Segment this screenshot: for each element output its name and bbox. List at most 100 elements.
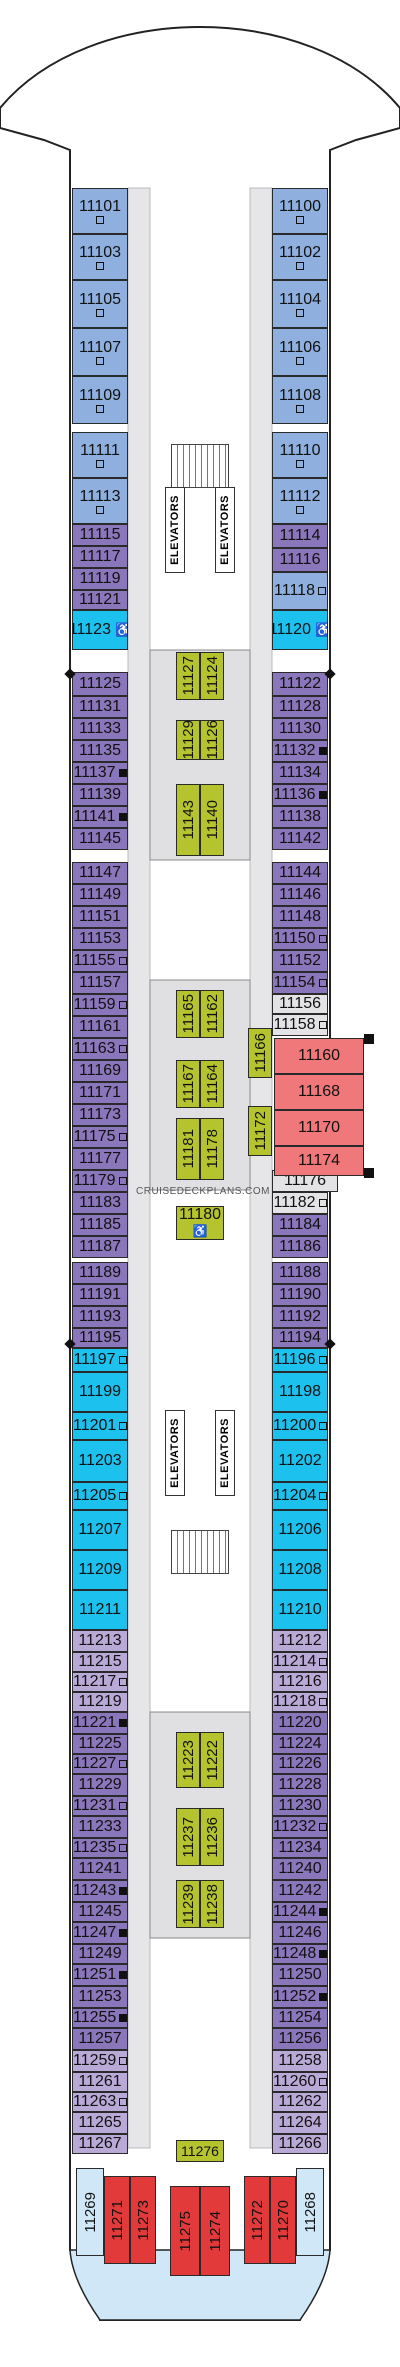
inside-cabin-11275[interactable]: 11275 xyxy=(170,2186,200,2276)
cabin-11248[interactable]: 11248 xyxy=(272,1944,328,1964)
inside-cabin-11162[interactable]: 11162 xyxy=(200,990,224,1038)
cabin-11102[interactable]: 11102 xyxy=(272,234,328,280)
cabin-11122[interactable]: 11122 xyxy=(272,672,328,696)
cabin-11112[interactable]: 11112 xyxy=(272,478,328,524)
cabin-11191[interactable]: 11191 xyxy=(72,1284,128,1306)
cabin-11254[interactable]: 11254 xyxy=(272,2008,328,2028)
cabin-11173[interactable]: 11173 xyxy=(72,1104,128,1126)
cabin-11103[interactable]: 11103 xyxy=(72,234,128,280)
cabin-11233[interactable]: 11233 xyxy=(72,1816,128,1838)
cabin-11163[interactable]: 11163 xyxy=(72,1038,128,1060)
cabin-11155[interactable]: 11155 xyxy=(72,950,128,972)
cabin-11265[interactable]: 11265 xyxy=(72,2112,128,2134)
cabin-11190[interactable]: 11190 xyxy=(272,1284,328,1306)
cabin-11234[interactable]: 11234 xyxy=(272,1838,328,1858)
cabin-11187[interactable]: 11187 xyxy=(72,1236,128,1258)
cabin-11220[interactable]: 11220 xyxy=(272,1712,328,1734)
cabin-11227[interactable]: 11227 xyxy=(72,1754,128,1774)
inside-cabin-11140[interactable]: 11140 xyxy=(200,784,224,856)
cabin-11250[interactable]: 11250 xyxy=(272,1964,328,1986)
cabin-11203[interactable]: 11203 xyxy=(72,1440,128,1482)
cabin-11100[interactable]: 11100 xyxy=(272,188,328,234)
cabin-11240[interactable]: 11240 xyxy=(272,1858,328,1880)
suite-11168[interactable]: 11168 xyxy=(274,1074,364,1110)
cabin-11205[interactable]: 11205 xyxy=(72,1482,128,1510)
cabin-11123[interactable]: 11123♿ xyxy=(72,610,128,650)
cabin-11252[interactable]: 11252 xyxy=(272,1986,328,2008)
cabin-11148[interactable]: 11148 xyxy=(272,906,328,928)
cabin-11264[interactable]: 11264 xyxy=(272,2112,328,2134)
inside-cabin-11239[interactable]: 11239 xyxy=(176,1880,200,1928)
cabin-11130[interactable]: 11130 xyxy=(272,718,328,740)
cabin-11183[interactable]: 11183 xyxy=(72,1192,128,1214)
cabin-11107[interactable]: 11107 xyxy=(72,328,128,376)
cabin-11267[interactable]: 11267 xyxy=(72,2134,128,2154)
suite-11160[interactable]: 11160 xyxy=(274,1038,364,1074)
cabin-11242[interactable]: 11242 xyxy=(272,1880,328,1902)
inside-cabin-11236[interactable]: 11236 xyxy=(200,1808,224,1866)
cabin-11156[interactable]: 11156 xyxy=(272,994,328,1014)
cabin-11212[interactable]: 11212 xyxy=(272,1630,328,1652)
inside-cabin-11164[interactable]: 11164 xyxy=(200,1060,224,1108)
cabin-11208[interactable]: 11208 xyxy=(272,1550,328,1590)
cabin-11253[interactable]: 11253 xyxy=(72,1986,128,2008)
cabin-11262[interactable]: 11262 xyxy=(272,2092,328,2112)
cabin-11114[interactable]: 11114 xyxy=(272,524,328,548)
inside-cabin-11223[interactable]: 11223 xyxy=(176,1732,200,1788)
inside-cabin-11238[interactable]: 11238 xyxy=(200,1880,224,1928)
cabin-11209[interactable]: 11209 xyxy=(72,1550,128,1590)
cabin-11249[interactable]: 11249 xyxy=(72,1944,128,1964)
cabin-11204[interactable]: 11204 xyxy=(272,1482,328,1510)
inside-cabin-11268[interactable]: 11268 xyxy=(296,2168,324,2256)
inside-cabin-11276[interactable]: 11276 xyxy=(176,2140,224,2162)
cabin-11258[interactable]: 11258 xyxy=(272,2050,328,2072)
cabin-11215[interactable]: 11215 xyxy=(72,1652,128,1672)
cabin-11206[interactable]: 11206 xyxy=(272,1510,328,1550)
cabin-11169[interactable]: 11169 xyxy=(72,1060,128,1082)
cabin-11255[interactable]: 11255 xyxy=(72,2008,128,2028)
cabin-11211[interactable]: 11211 xyxy=(72,1590,128,1630)
cabin-11260[interactable]: 11260 xyxy=(272,2072,328,2092)
cabin-11193[interactable]: 11193 xyxy=(72,1306,128,1328)
cabin-11199[interactable]: 11199 xyxy=(72,1372,128,1412)
cabin-11131[interactable]: 11131 xyxy=(72,696,128,718)
cabin-11137[interactable]: 11137 xyxy=(72,762,128,784)
cabin-11150[interactable]: 11150 xyxy=(272,928,328,950)
cabin-11231[interactable]: 11231 xyxy=(72,1796,128,1816)
cabin-11186[interactable]: 11186 xyxy=(272,1236,328,1258)
suite-11170[interactable]: 11170 xyxy=(274,1110,364,1146)
cabin-11207[interactable]: 11207 xyxy=(72,1510,128,1550)
cabin-11135[interactable]: 11135 xyxy=(72,740,128,762)
cabin-11202[interactable]: 11202 xyxy=(272,1440,328,1482)
cabin-11152[interactable]: 11152 xyxy=(272,950,328,972)
cabin-11192[interactable]: 11192 xyxy=(272,1306,328,1328)
cabin-11101[interactable]: 11101 xyxy=(72,188,128,234)
cabin-11257[interactable]: 11257 xyxy=(72,2028,128,2050)
cabin-11145[interactable]: 11145 xyxy=(72,828,128,850)
inside-cabin-11181[interactable]: 11181 xyxy=(176,1118,200,1180)
cabin-11121[interactable]: 11121 xyxy=(72,590,128,610)
cabin-11139[interactable]: 11139 xyxy=(72,784,128,806)
cabin-11134[interactable]: 11134 xyxy=(272,762,328,784)
cabin-11106[interactable]: 11106 xyxy=(272,328,328,376)
inside-cabin-11271[interactable]: 11271 xyxy=(104,2176,130,2264)
cabin-11136[interactable]: 11136 xyxy=(272,784,328,806)
cabin-11182[interactable]: 11182 xyxy=(272,1192,328,1214)
cabin-11158[interactable]: 11158 xyxy=(272,1014,328,1036)
cabin-11226[interactable]: 11226 xyxy=(272,1754,328,1774)
cabin-11216[interactable]: 11216 xyxy=(272,1672,328,1692)
inside-cabin-11237[interactable]: 11237 xyxy=(176,1808,200,1866)
inside-cabin-11165[interactable]: 11165 xyxy=(176,990,200,1038)
cabin-11151[interactable]: 11151 xyxy=(72,906,128,928)
cabin-11228[interactable]: 11228 xyxy=(272,1774,328,1796)
cabin-11263[interactable]: 11263 xyxy=(72,2092,128,2112)
cabin-11149[interactable]: 11149 xyxy=(72,884,128,906)
cabin-11133[interactable]: 11133 xyxy=(72,718,128,740)
cabin-11243[interactable]: 11243 xyxy=(72,1880,128,1902)
cabin-11185[interactable]: 11185 xyxy=(72,1214,128,1236)
cabin-11218[interactable]: 11218 xyxy=(272,1692,328,1712)
cabin-11225[interactable]: 11225 xyxy=(72,1734,128,1754)
cabin-11115[interactable]: 11115 xyxy=(72,524,128,546)
cabin-11157[interactable]: 11157 xyxy=(72,972,128,994)
cabin-11230[interactable]: 11230 xyxy=(272,1796,328,1816)
